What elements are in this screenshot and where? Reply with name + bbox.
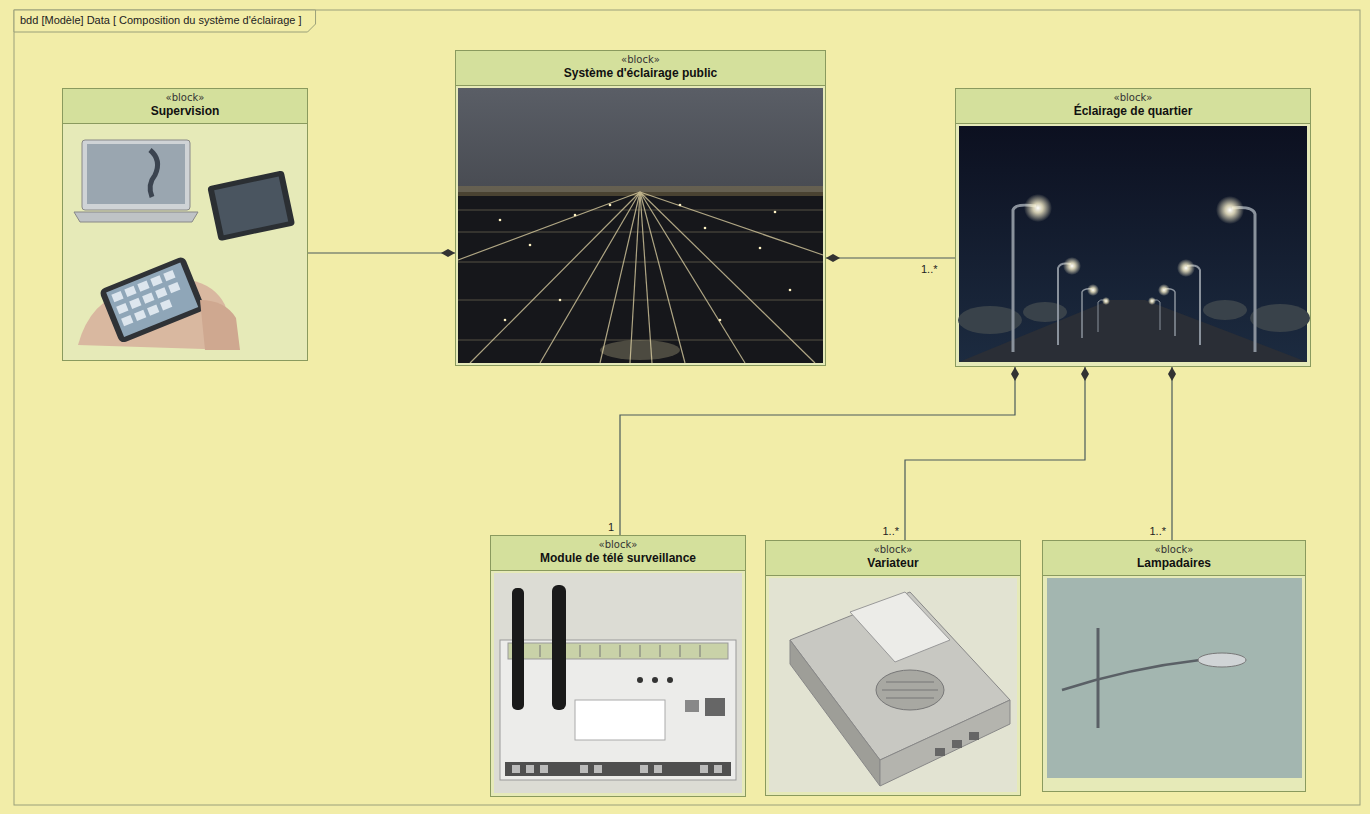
block-header: «block»Variateur (766, 541, 1020, 576)
multiplicity-label: 1 (607, 521, 615, 534)
multiplicity-label: 1..* (881, 525, 900, 538)
block-name: Variateur (770, 556, 1016, 571)
block-box: «block»Module de télé surveillance (490, 535, 746, 797)
block-name: Éclairage de quartier (960, 104, 1306, 119)
block-name: Module de télé surveillance (495, 551, 741, 566)
block-header: «block»Module de télé surveillance (491, 536, 745, 571)
frame (14, 10, 1360, 805)
composition-link (1171, 367, 1172, 540)
stereotype-label: «block» (1047, 544, 1301, 556)
block-name: Supervision (67, 104, 303, 119)
block-box: «block»Supervision (62, 88, 308, 361)
stereotype-label: «block» (67, 92, 303, 104)
block-box: «block»Variateur (765, 540, 1021, 796)
block-header: «block»Éclairage de quartier (956, 89, 1310, 124)
lamp-picture (1047, 578, 1302, 778)
multiplicity-label: 1..* (1148, 525, 1167, 538)
stereotype-label: «block» (495, 539, 741, 551)
frame-title: bdd [Modèle] Data [ Composition du systè… (20, 13, 302, 27)
stereotype-label: «block» (460, 54, 821, 66)
module-picture (494, 573, 742, 793)
block-bodies (62, 50, 1311, 797)
block-header: «block»Système d'éclairage public (456, 51, 825, 86)
block-box: «block»Éclairage de quartier (955, 88, 1311, 367)
stereotype-label: «block» (770, 544, 1016, 556)
composition-link (826, 257, 955, 258)
block-name: Lampadaires (1047, 556, 1301, 571)
composition-link (905, 367, 1085, 540)
city-picture (458, 88, 823, 363)
composition-link (620, 367, 1015, 535)
street-picture (958, 126, 1310, 362)
devices-picture (74, 140, 295, 350)
block-box: «block»Lampadaires (1042, 540, 1306, 792)
block-header: «block»Lampadaires (1043, 541, 1305, 576)
dimmer-picture (769, 578, 1017, 792)
frame-tab (14, 10, 316, 32)
block-header: «block»Supervision (63, 89, 307, 124)
block-name: Système d'éclairage public (460, 66, 821, 81)
composition-link (308, 252, 455, 253)
multiplicity-label: 1..* (920, 263, 939, 276)
block-box: «block»Système d'éclairage public (455, 50, 826, 366)
stereotype-label: «block» (960, 92, 1306, 104)
